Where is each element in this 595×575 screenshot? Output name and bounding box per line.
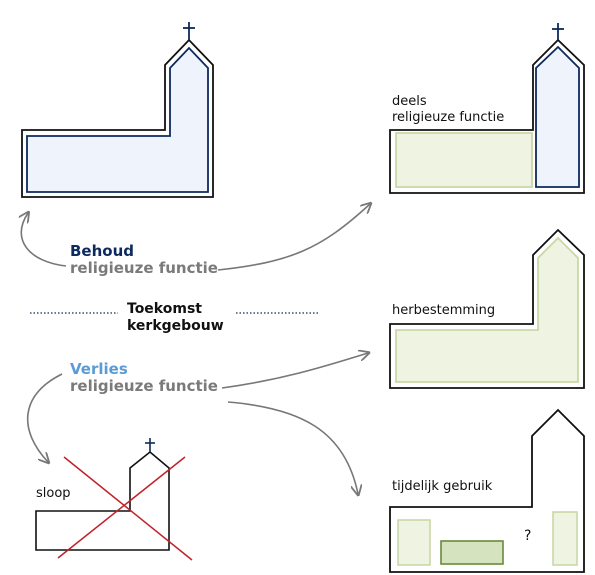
church-temporary-use: ? tijdelijk gebruik xyxy=(389,408,585,573)
cross-icon xyxy=(183,22,195,40)
cross-icon xyxy=(552,23,564,40)
church-repurposed-inner-area xyxy=(395,236,579,383)
arrow-behoud-to-preserved xyxy=(21,213,67,267)
verlies-sub: religieuze functie xyxy=(70,377,218,395)
sloop-label: sloop xyxy=(36,486,71,501)
deels-label-line2: religieuze functie xyxy=(392,110,504,125)
church-partial-secular-area xyxy=(395,132,533,188)
church-preserved xyxy=(21,22,214,198)
question-mark: ? xyxy=(524,528,531,544)
arrow-verlies-to-repurposed xyxy=(221,353,368,389)
flow-arrows xyxy=(21,204,370,494)
behoud-label: Behoud religieuze functie xyxy=(70,242,218,277)
verlies-word: Verlies xyxy=(70,360,128,378)
temporary-use-block-left xyxy=(397,519,431,566)
behoud-sub: religieuze functie xyxy=(70,259,218,277)
church-partial-religious: deels religieuze functie xyxy=(389,23,585,194)
church-demolished-outline xyxy=(35,450,170,551)
herbestemming-label: herbestemming xyxy=(392,303,495,318)
center-title: Toekomst kerkgebouw xyxy=(30,301,320,334)
verlies-label: Verlies religieuze functie xyxy=(70,360,218,395)
center-title-line2: kerkgebouw xyxy=(127,318,224,334)
arrow-behoud-to-partial xyxy=(217,204,370,271)
behoud-word: Behoud xyxy=(70,242,134,260)
church-repurposed: herbestemming xyxy=(389,228,585,389)
center-title-line1: Toekomst xyxy=(127,301,202,317)
temporary-use-block-center xyxy=(440,540,504,565)
cross-icon xyxy=(145,438,155,452)
tijdelijk-label: tijdelijk gebruik xyxy=(392,479,493,494)
church-preserved-inner-outline xyxy=(26,46,209,193)
demolition-x-mark xyxy=(57,456,193,561)
temporary-use-block-right xyxy=(552,511,578,566)
church-demolished: sloop xyxy=(35,438,193,561)
arrow-verlies-to-demolished xyxy=(26,373,63,462)
church-partial-religious-area xyxy=(535,45,580,188)
arrow-verlies-to-temporary xyxy=(227,401,358,494)
church-temporary-outline xyxy=(389,408,585,573)
deels-label-line1: deels xyxy=(392,94,427,109)
